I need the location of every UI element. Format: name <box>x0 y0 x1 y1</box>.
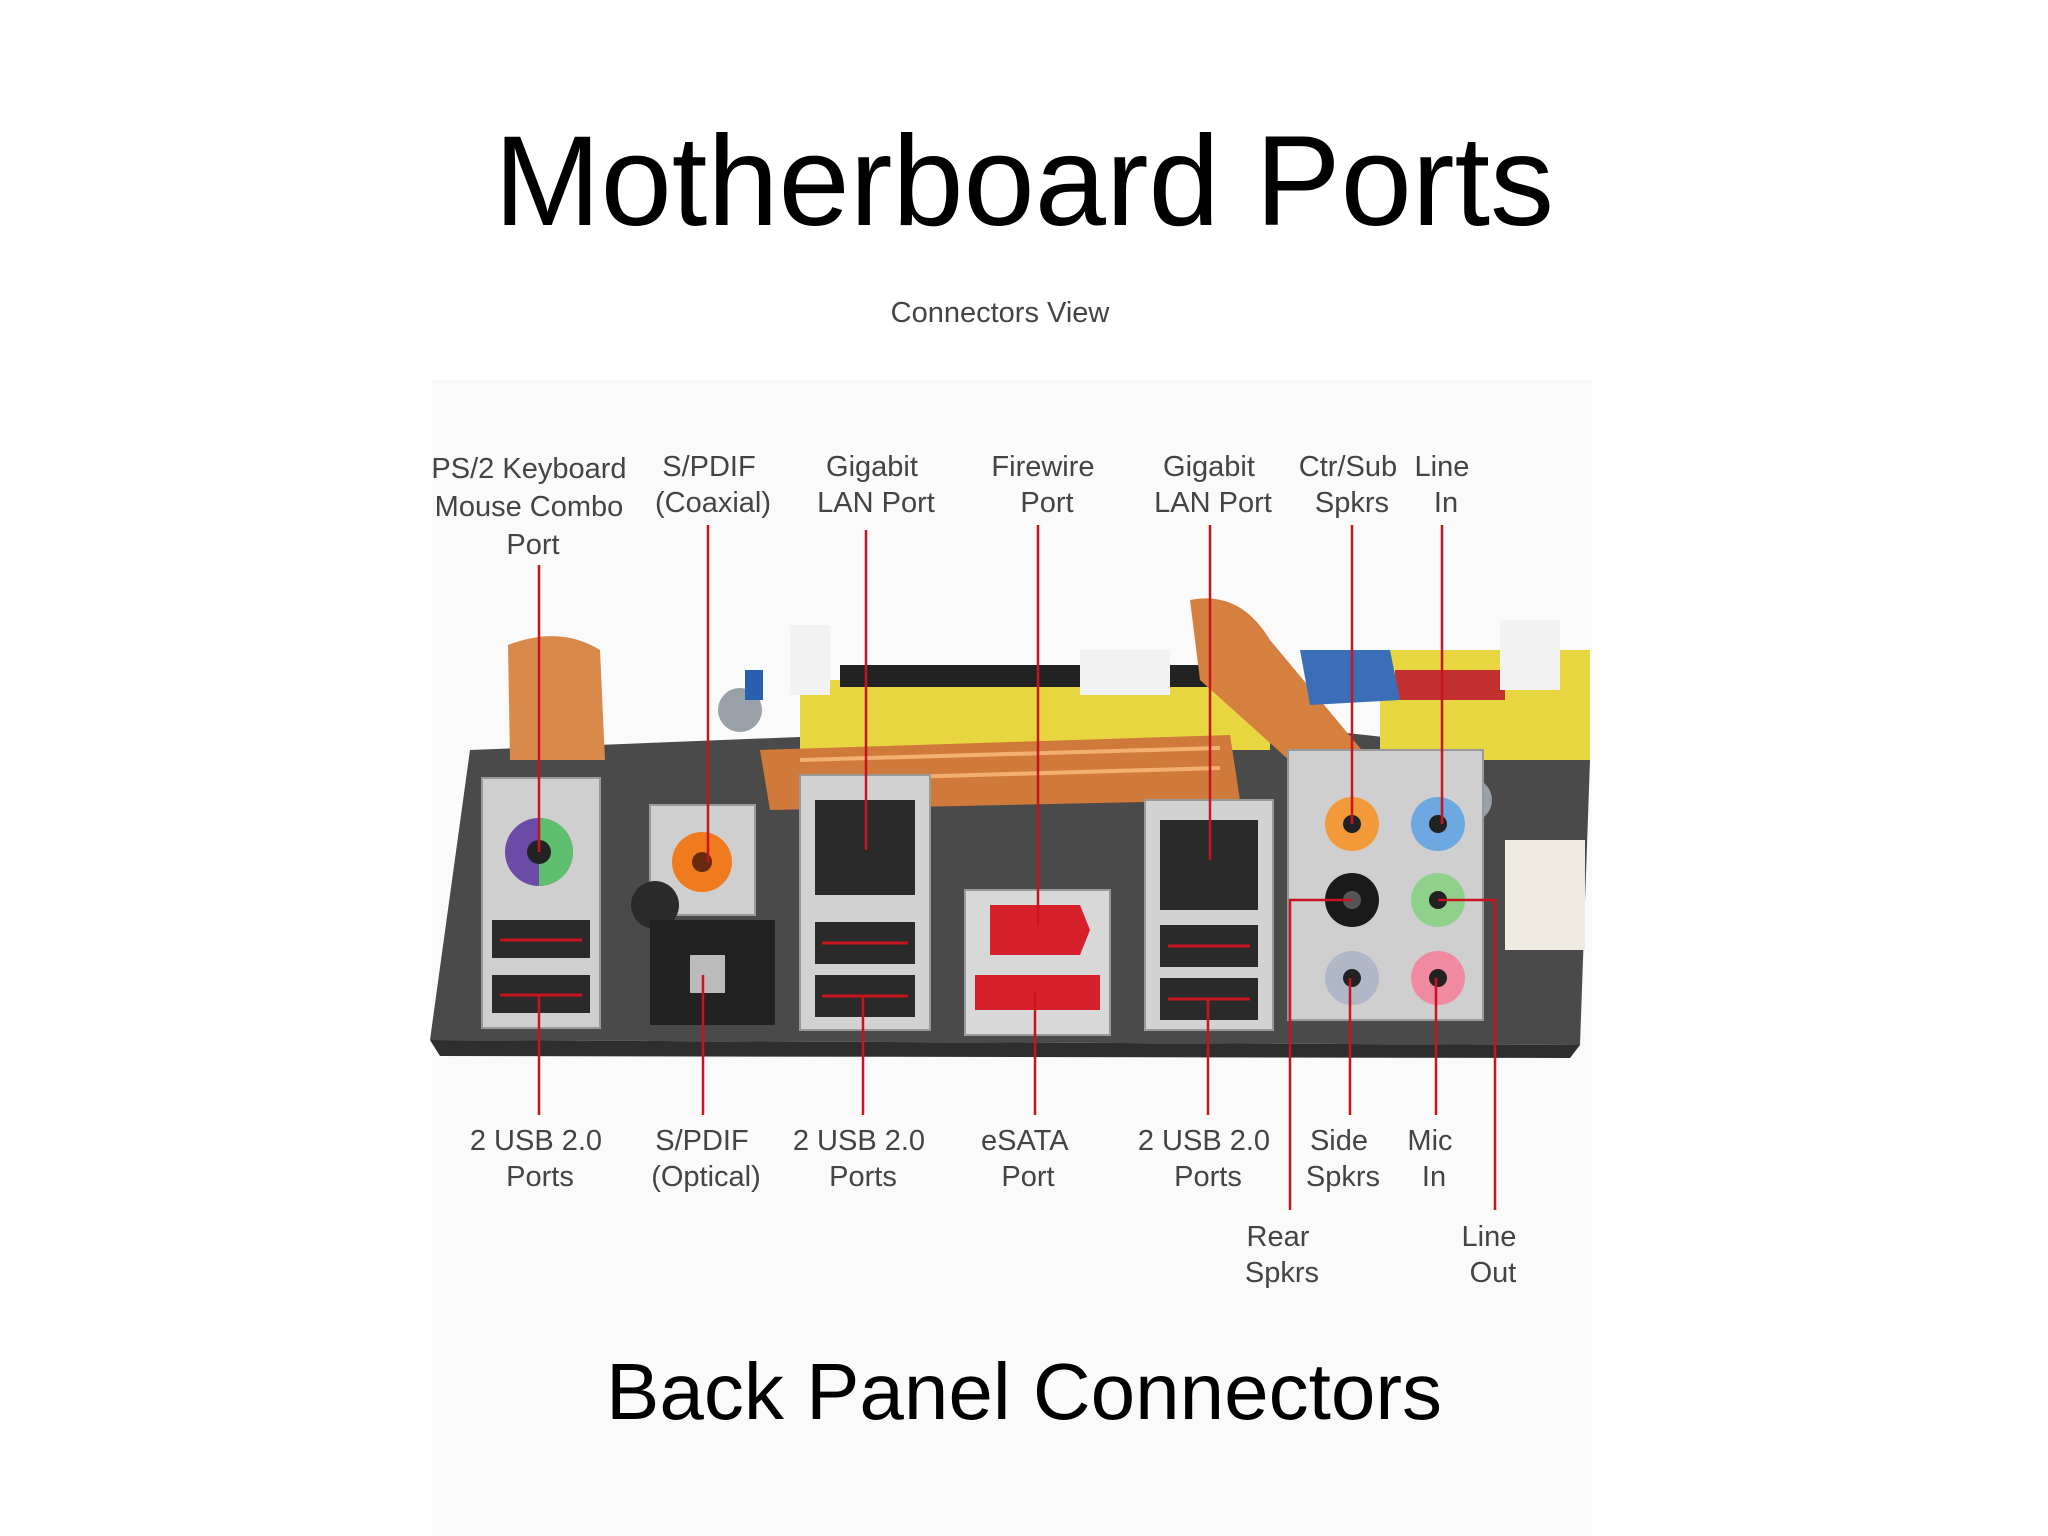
label-usb-ports-3: 2 USB 2.0 Ports <box>1138 1125 1278 1193</box>
label-gigabit-lan-1: Gigabit LAN Port <box>817 451 935 519</box>
slide-title: Motherboard Ports <box>493 110 1555 253</box>
leader-lines <box>537 525 1497 1210</box>
label-rear-spkrs: Rear Spkrs <box>1245 1221 1319 1289</box>
label-spdif-coaxial: S/PDIF (Coaxial) <box>655 451 771 519</box>
label-ctr-sub-spkrs: Ctr/Sub Spkrs <box>1299 451 1405 519</box>
label-ps2-port: PS/2 Keyboard Mouse Combo Port <box>431 453 634 561</box>
label-usb-ports-2: 2 USB 2.0 Ports <box>793 1125 933 1193</box>
label-gigabit-lan-2: Gigabit LAN Port <box>1154 451 1272 519</box>
diagram-subtitle: Connectors View <box>891 297 1111 329</box>
slide-footer: Back Panel Connectors <box>605 1347 1442 1436</box>
label-line-in: Line In <box>1415 451 1478 519</box>
label-mic-in: Mic In <box>1407 1125 1460 1193</box>
label-spdif-optical: S/PDIF (Optical) <box>651 1125 761 1193</box>
label-esata-port: eSATA Port <box>981 1125 1075 1193</box>
label-usb-ports-1: 2 USB 2.0 Ports <box>470 1125 610 1193</box>
label-firewire-port: Firewire Port <box>991 451 1102 519</box>
label-side-spkrs: Side Spkrs <box>1306 1125 1380 1193</box>
label-line-out: Line Out <box>1462 1221 1525 1289</box>
